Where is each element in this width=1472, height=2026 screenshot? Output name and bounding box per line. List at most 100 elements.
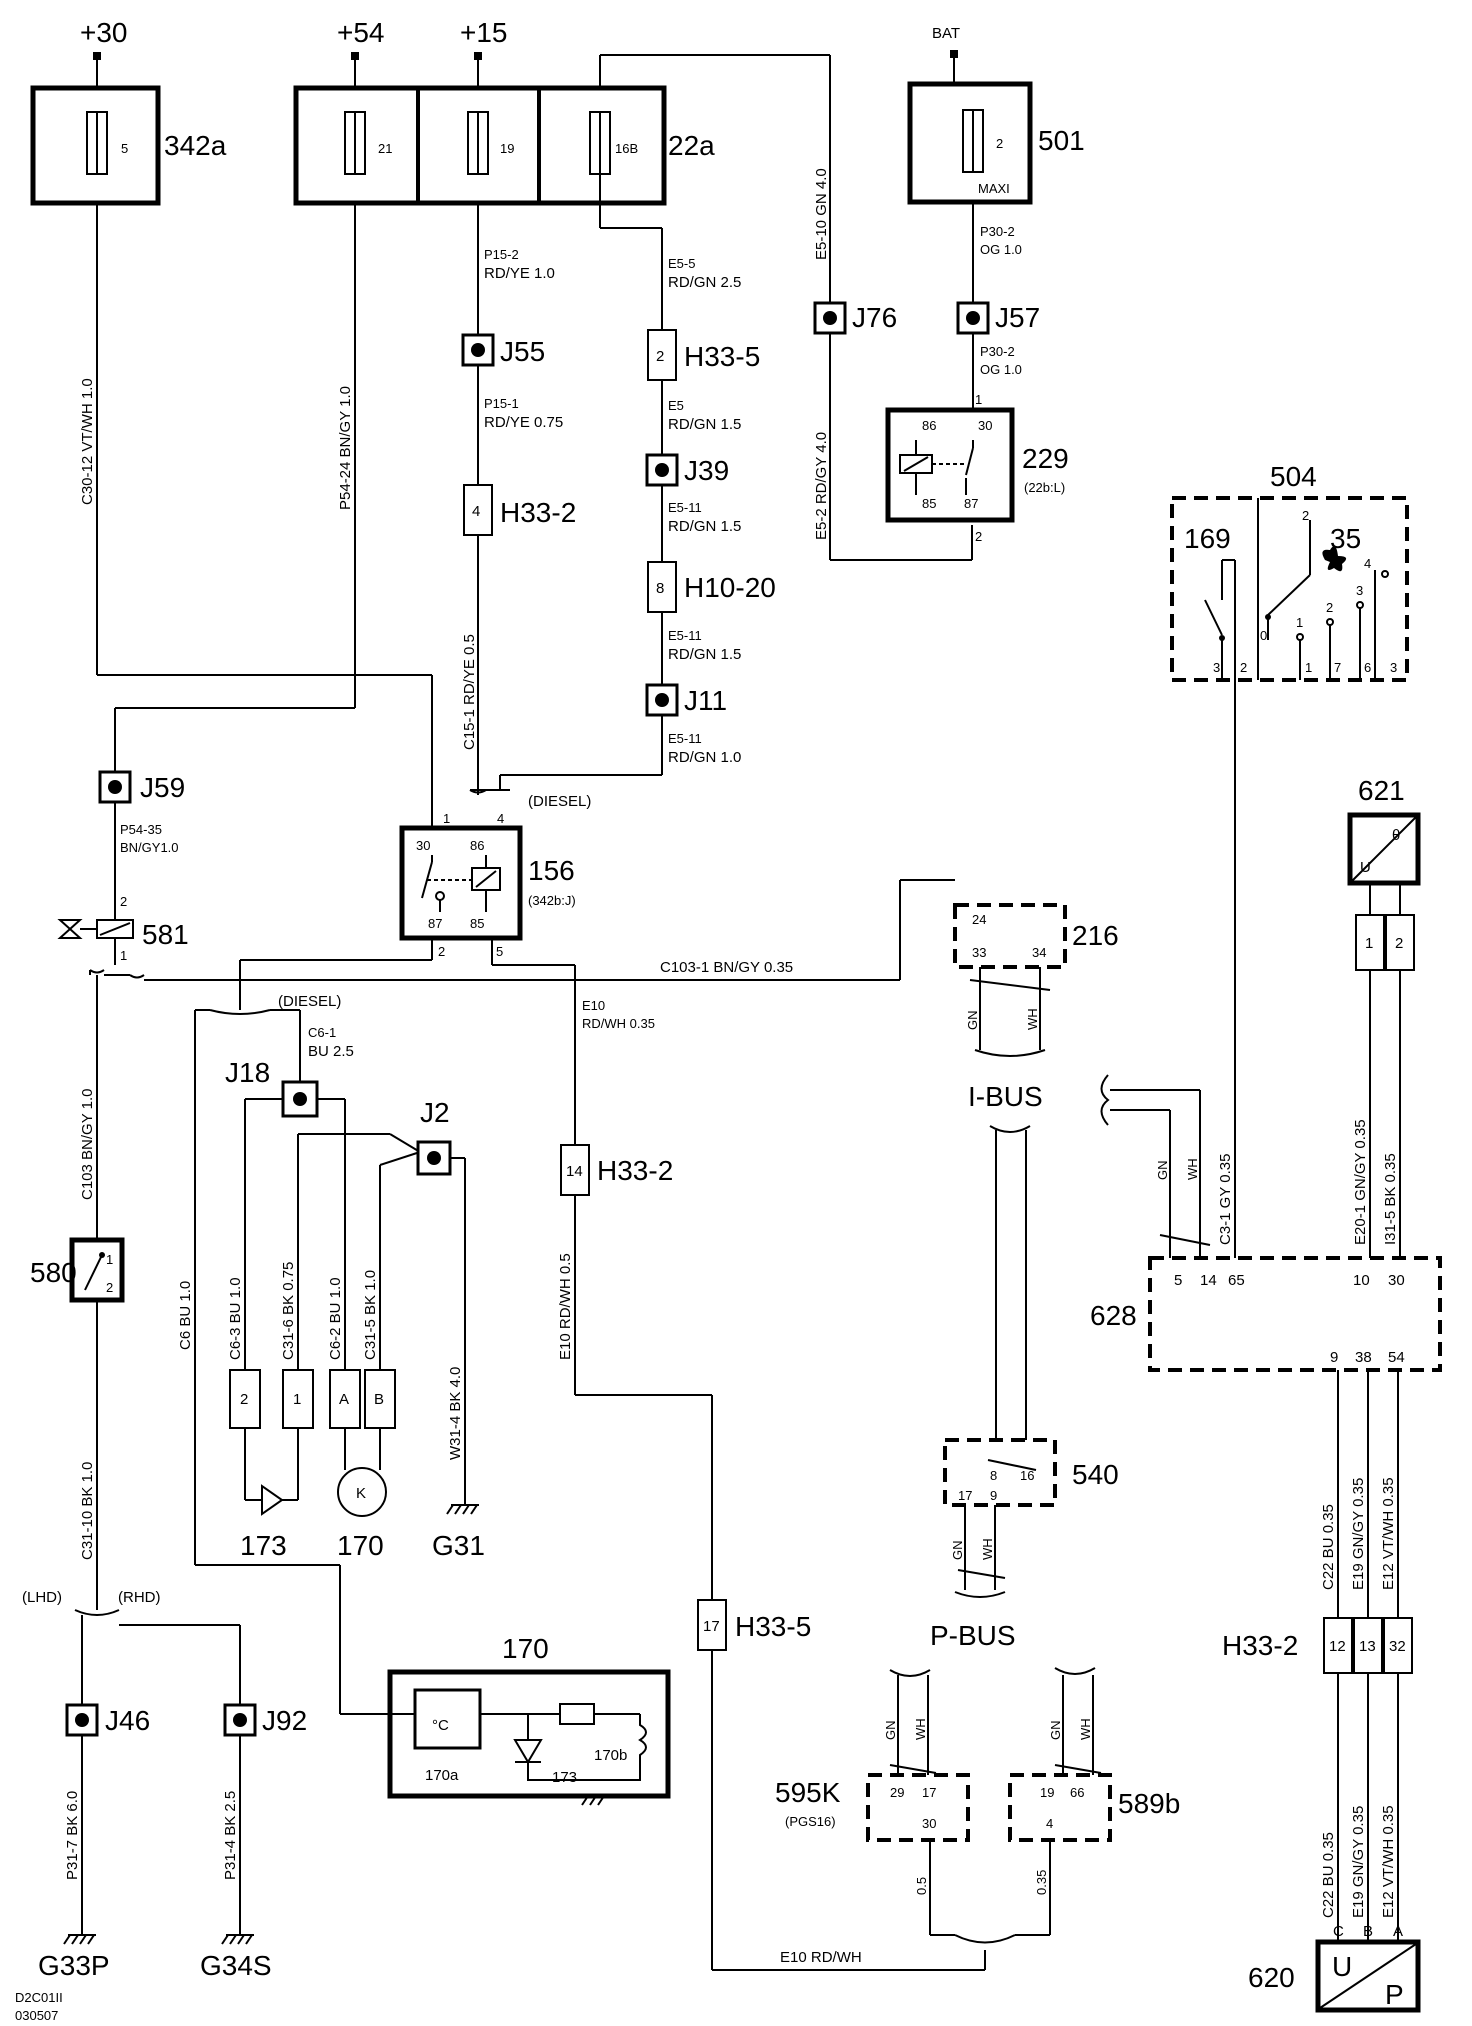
supply-label-plus15: +15 xyxy=(460,17,508,48)
switch-label-580: 580 xyxy=(30,1257,77,1288)
branch-bat: P30-2 OG 1.0 J57 P30-2 OG 1.0 xyxy=(956,202,1040,410)
connector-h33-2-top: H33-2 xyxy=(500,497,576,528)
wire-label: P31-7 BK 6.0 xyxy=(64,1791,81,1880)
connector-pin: 14 xyxy=(566,1163,583,1180)
pin-label: 1 xyxy=(106,1252,113,1267)
wire-label: BU 2.5 xyxy=(308,1043,354,1060)
valve-581: 2 581 1 xyxy=(57,894,189,979)
pin-label: 1 xyxy=(1365,935,1373,952)
branch-plus54: P54-24 BN/GY 1.0 J59 P54-35 BN/GY1.0 xyxy=(98,203,356,920)
pin-label: 30 xyxy=(416,838,430,853)
pin-label: 2 xyxy=(120,894,127,909)
component-label-589b: 589b xyxy=(1118,1788,1180,1819)
pin-label: 54 xyxy=(1388,1349,1405,1366)
junction-block-j18-j2: J18 J2 W31-4 BK 4.0 G31 C6-3 BU 1.0 C31-… xyxy=(225,1057,485,1561)
pin-label: 5 xyxy=(496,944,503,959)
wire-label: W31-4 BK 4.0 xyxy=(447,1367,464,1460)
component-589b: 19 66 4 589b 0.35 xyxy=(1008,1773,1180,1936)
component-label-628: 628 xyxy=(1090,1300,1137,1331)
pin-label: 85 xyxy=(922,496,936,511)
motor-k: K xyxy=(356,1485,366,1502)
component-label-595k: 595K xyxy=(775,1777,841,1808)
pin-label: 12 xyxy=(1329,1638,1346,1655)
wire-label: GN xyxy=(965,1011,980,1031)
wire-label: GN xyxy=(950,1541,965,1561)
wire-label: E5-11 xyxy=(668,731,702,746)
wire-label: E10 xyxy=(582,998,605,1013)
wire-label: E12 VT/WH 0.35 xyxy=(1380,1477,1397,1590)
pin-label: 30 xyxy=(1388,1272,1405,1289)
wire-label: WH xyxy=(1185,1158,1200,1180)
supply-label-plus30: +30 xyxy=(80,17,128,48)
pin-label: 33 xyxy=(972,945,986,960)
wire-label: E5-2 RD/GY 4.0 xyxy=(813,432,830,540)
pin-label: 1 xyxy=(443,811,450,826)
supply-plus54: +54 xyxy=(337,17,385,88)
fuse-number-5: 5 xyxy=(121,141,128,156)
note-diesel: (DIESEL) xyxy=(528,793,591,810)
relay-229: 1 86 30 85 87 2 229 (22b:L) xyxy=(885,392,1069,544)
note-lhd: (LHD) xyxy=(22,1589,62,1606)
supply-label-bat: BAT xyxy=(932,25,960,42)
pin-label: 0 xyxy=(1260,628,1267,643)
component-170b: 170b xyxy=(594,1747,627,1764)
wire-label: E5-5 xyxy=(668,256,695,271)
pin-label: 29 xyxy=(890,1785,904,1800)
wire-label: C6 BU 1.0 xyxy=(177,1281,194,1350)
ground-g31: G31 xyxy=(432,1530,485,1561)
wire-label: RD/WH 0.35 xyxy=(582,1016,655,1031)
wire-label: C31-6 BK 0.75 xyxy=(280,1262,297,1360)
branch-e5-10: J76 E5-10 GN 4.0 E5-2 RD/GY 4.0 xyxy=(813,168,973,561)
component-label-170: 170 xyxy=(502,1633,549,1664)
fuse-number-16b: 16B xyxy=(615,141,638,156)
pin-label: 2 xyxy=(1302,508,1309,523)
wire-label: RD/GN 2.5 xyxy=(668,274,741,291)
connector-h33-2-right: H33-2 xyxy=(1222,1630,1298,1661)
wire-label: GN xyxy=(883,1721,898,1741)
sensor-620-p: P xyxy=(1385,1979,1404,2010)
pin-label: C xyxy=(1333,1923,1344,1940)
pin-label: 3 xyxy=(1213,660,1220,675)
pin-label: 7 xyxy=(1334,660,1341,675)
component-621: 621 U θ 1 2 E20-1 GN/GY 0.35 I31-5 BK 0.… xyxy=(1347,775,1421,1258)
branch-e5: E5-5 RD/GN 2.5 2 H33-5 E5 RD/GN 1.5 J39 … xyxy=(469,54,831,810)
component-628: 5 14 65 10 30 9 38 54 628 C22 BU 0.35 E1… xyxy=(1090,1256,1442,1618)
wire-label: C31-10 BK 1.0 xyxy=(79,1462,96,1560)
wire-label: C6-1 xyxy=(308,1025,336,1040)
junction-j2: J2 xyxy=(420,1097,450,1128)
pin-label: 4 xyxy=(1046,1816,1053,1831)
connector-h33-5-low: H33-5 xyxy=(735,1611,811,1642)
connector-h33-2-mid: H33-2 xyxy=(597,1155,673,1186)
wire-label: WH xyxy=(1078,1718,1093,1740)
thermo-symbol: °C xyxy=(432,1717,449,1734)
pin-label: 17 xyxy=(958,1488,972,1503)
wire-label: C103 BN/GY 1.0 xyxy=(79,1089,96,1200)
connector-pin: 17 xyxy=(703,1618,720,1635)
wire-label: RD/YE 0.75 xyxy=(484,414,563,431)
connector-h33-5-top: H33-5 xyxy=(684,341,760,372)
wire-label: P54-35 xyxy=(120,822,162,837)
pin-label: 2 xyxy=(240,1391,248,1408)
pin-label: 8 xyxy=(990,1468,997,1483)
junction-j57: J57 xyxy=(995,302,1040,333)
junction-j39: J39 xyxy=(684,455,729,486)
component-504: 504 169 35 2 0 1 2 3 4 3 2 1 7 6 3 xyxy=(1170,461,1409,1258)
wire-label: E5-11 xyxy=(668,500,702,515)
wire-label: RD/GN 1.5 xyxy=(668,416,741,433)
note-diesel: (DIESEL) xyxy=(278,993,341,1010)
pin-label: 86 xyxy=(922,418,936,433)
component-216: 24 33 34 216 GN WH xyxy=(953,903,1119,1057)
component-label-504: 504 xyxy=(1270,461,1317,492)
pin-label: A xyxy=(1393,1923,1403,1940)
wire-label: C22 BU 0.35 xyxy=(1320,1504,1337,1590)
junction-j11: J11 xyxy=(684,685,727,716)
pin-label: 19 xyxy=(1040,1785,1054,1800)
footer-line1: D2C01II xyxy=(15,1990,63,2005)
fuse-box-label-342a: 342a xyxy=(164,130,227,161)
fuse-box-label-501: 501 xyxy=(1038,125,1085,156)
junction-j76: J76 xyxy=(852,302,897,333)
footer-code: D2C01II 030507 xyxy=(15,1990,63,2023)
pin-label: 14 xyxy=(1200,1272,1217,1289)
wire-label: E20-1 GN/GY 0.35 xyxy=(1352,1119,1369,1245)
relay-sub-156: (342b:J) xyxy=(528,893,576,908)
